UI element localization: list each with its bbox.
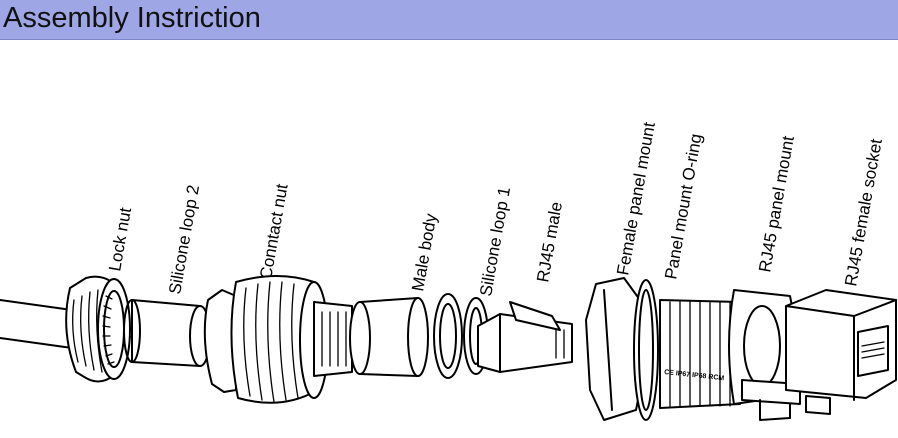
part-rj45-panel-mount: CE IP67 IP68 RCM: [659, 289, 801, 421]
label-rj45-female-socket: RJ45 female socket: [841, 137, 886, 288]
label-silicone-loop-1: Silicone loop 1: [476, 185, 514, 297]
part-rj45-female-socket: [785, 289, 897, 415]
label-male-body: Male body: [408, 212, 440, 293]
assembly-diagram: Lock nut Silicone loop 2 Conntact nut Ma…: [0, 121, 897, 421]
part-panel-mount-o-ring: [633, 279, 659, 421]
title-bar: Assembly Instriction: [0, 0, 898, 40]
label-contact-nut: Conntact nut: [256, 182, 291, 281]
label-female-panel-mount: Female panel mount: [613, 121, 659, 277]
label-silicone-loop-2: Silicone loop 2: [165, 183, 203, 295]
part-contact-nut: [203, 275, 353, 404]
part-male-body: [349, 297, 429, 377]
part-lock-nut: [65, 275, 131, 383]
label-lock-nut: Lock nut: [105, 206, 135, 273]
part-rj45-male: [477, 301, 573, 373]
label-rj45-panel-mount: RJ45 panel mount: [755, 134, 798, 273]
page-title: Assembly Instriction: [3, 2, 261, 34]
part-silicone-loop-2: [123, 299, 211, 367]
part-female-panel-mount: [585, 277, 647, 421]
label-rj45-male: RJ45 male: [533, 200, 566, 283]
label-panel-mount-o-ring: Panel mount O-ring: [661, 132, 705, 280]
